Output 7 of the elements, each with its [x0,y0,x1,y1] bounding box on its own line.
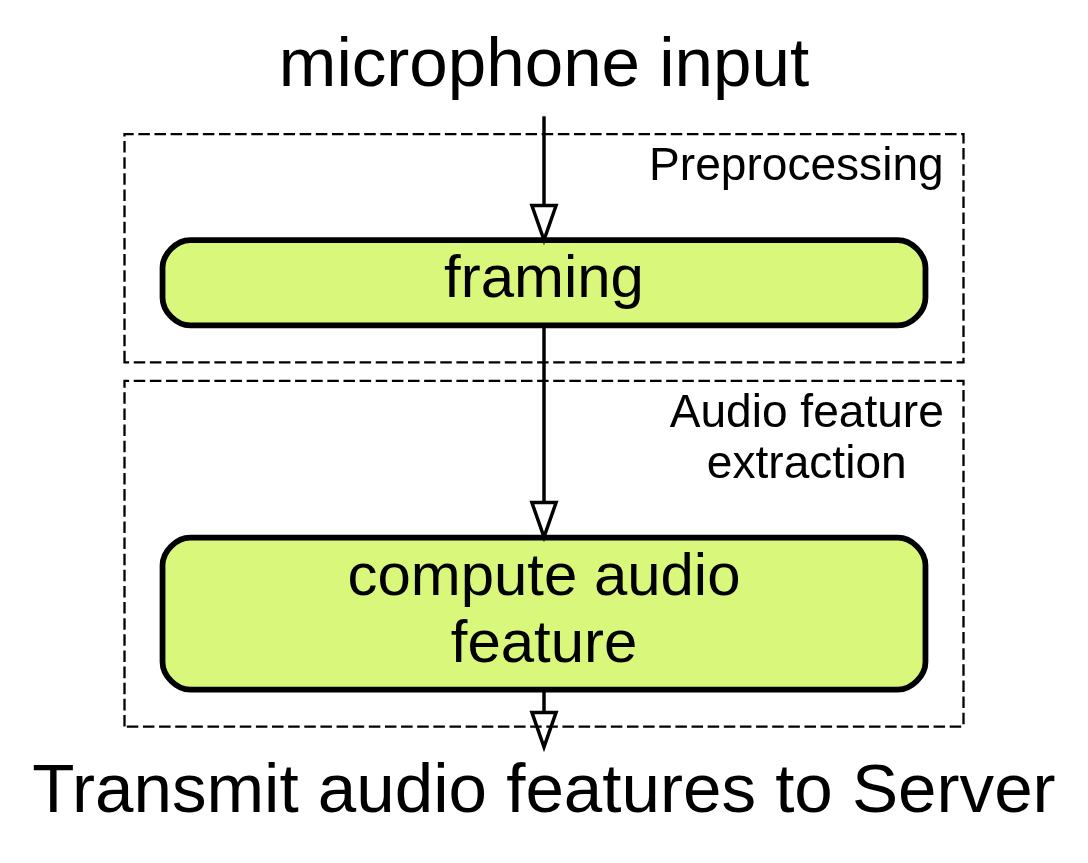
node-box: compute audio feature [159,534,929,693]
node-text: Transmit audio features to Server [32,748,1056,827]
node-box: framing [159,237,929,329]
arrow [529,325,559,543]
arrow [529,690,559,753]
arrow [529,116,559,246]
node-text: microphone input [278,22,810,101]
